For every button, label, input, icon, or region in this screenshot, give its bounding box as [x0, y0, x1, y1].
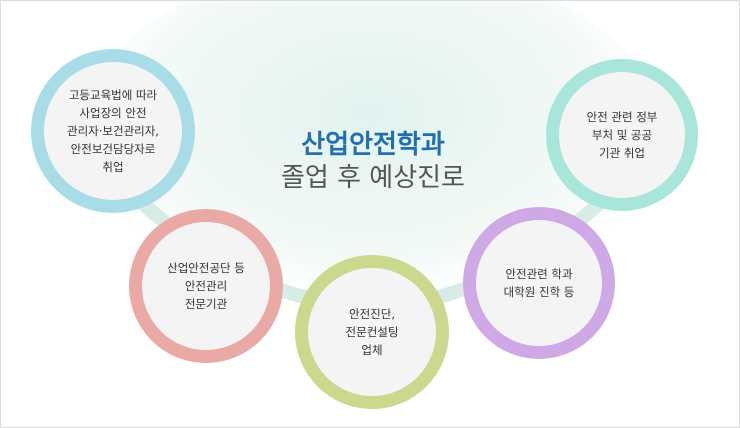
title-department: 산업안전학과 [301, 130, 445, 160]
node-safety-consulting: 안전진단, 전문컨설팅 업체 [295, 255, 449, 409]
node-government-agency: 안전 관련 정부 부처 및 공공 기관 취업 [546, 59, 698, 211]
node-text: 산업안전공단 등 안전관리 전문기관 [167, 261, 245, 311]
node-text: 고등교육법에 따라 사업장의 안전 관리자·보건관리자, 안전보건담당자로 취업 [67, 88, 159, 174]
node-text: 안전 관련 정부 부처 및 공공 기관 취업 [586, 110, 658, 160]
node-text: 안전관련 학과 대학원 진학 등 [503, 267, 575, 299]
title-subtitle: 졸업 후 예상진로 [281, 163, 465, 193]
node-graduate-school: 안전관련 학과 대학원 진학 등 [463, 207, 615, 359]
diagram-title: 산업안전학과 졸업 후 예상진로 [223, 129, 523, 195]
node-safety-manager-employment: 고등교육법에 따라 사업장의 안전 관리자·보건관리자, 안전보건담당자로 취업 [31, 49, 195, 213]
node-text: 안전진단, 전문컨설팅 업체 [345, 307, 399, 357]
node-safety-agency: 산업안전공단 등 안전관리 전문기관 [129, 209, 283, 363]
